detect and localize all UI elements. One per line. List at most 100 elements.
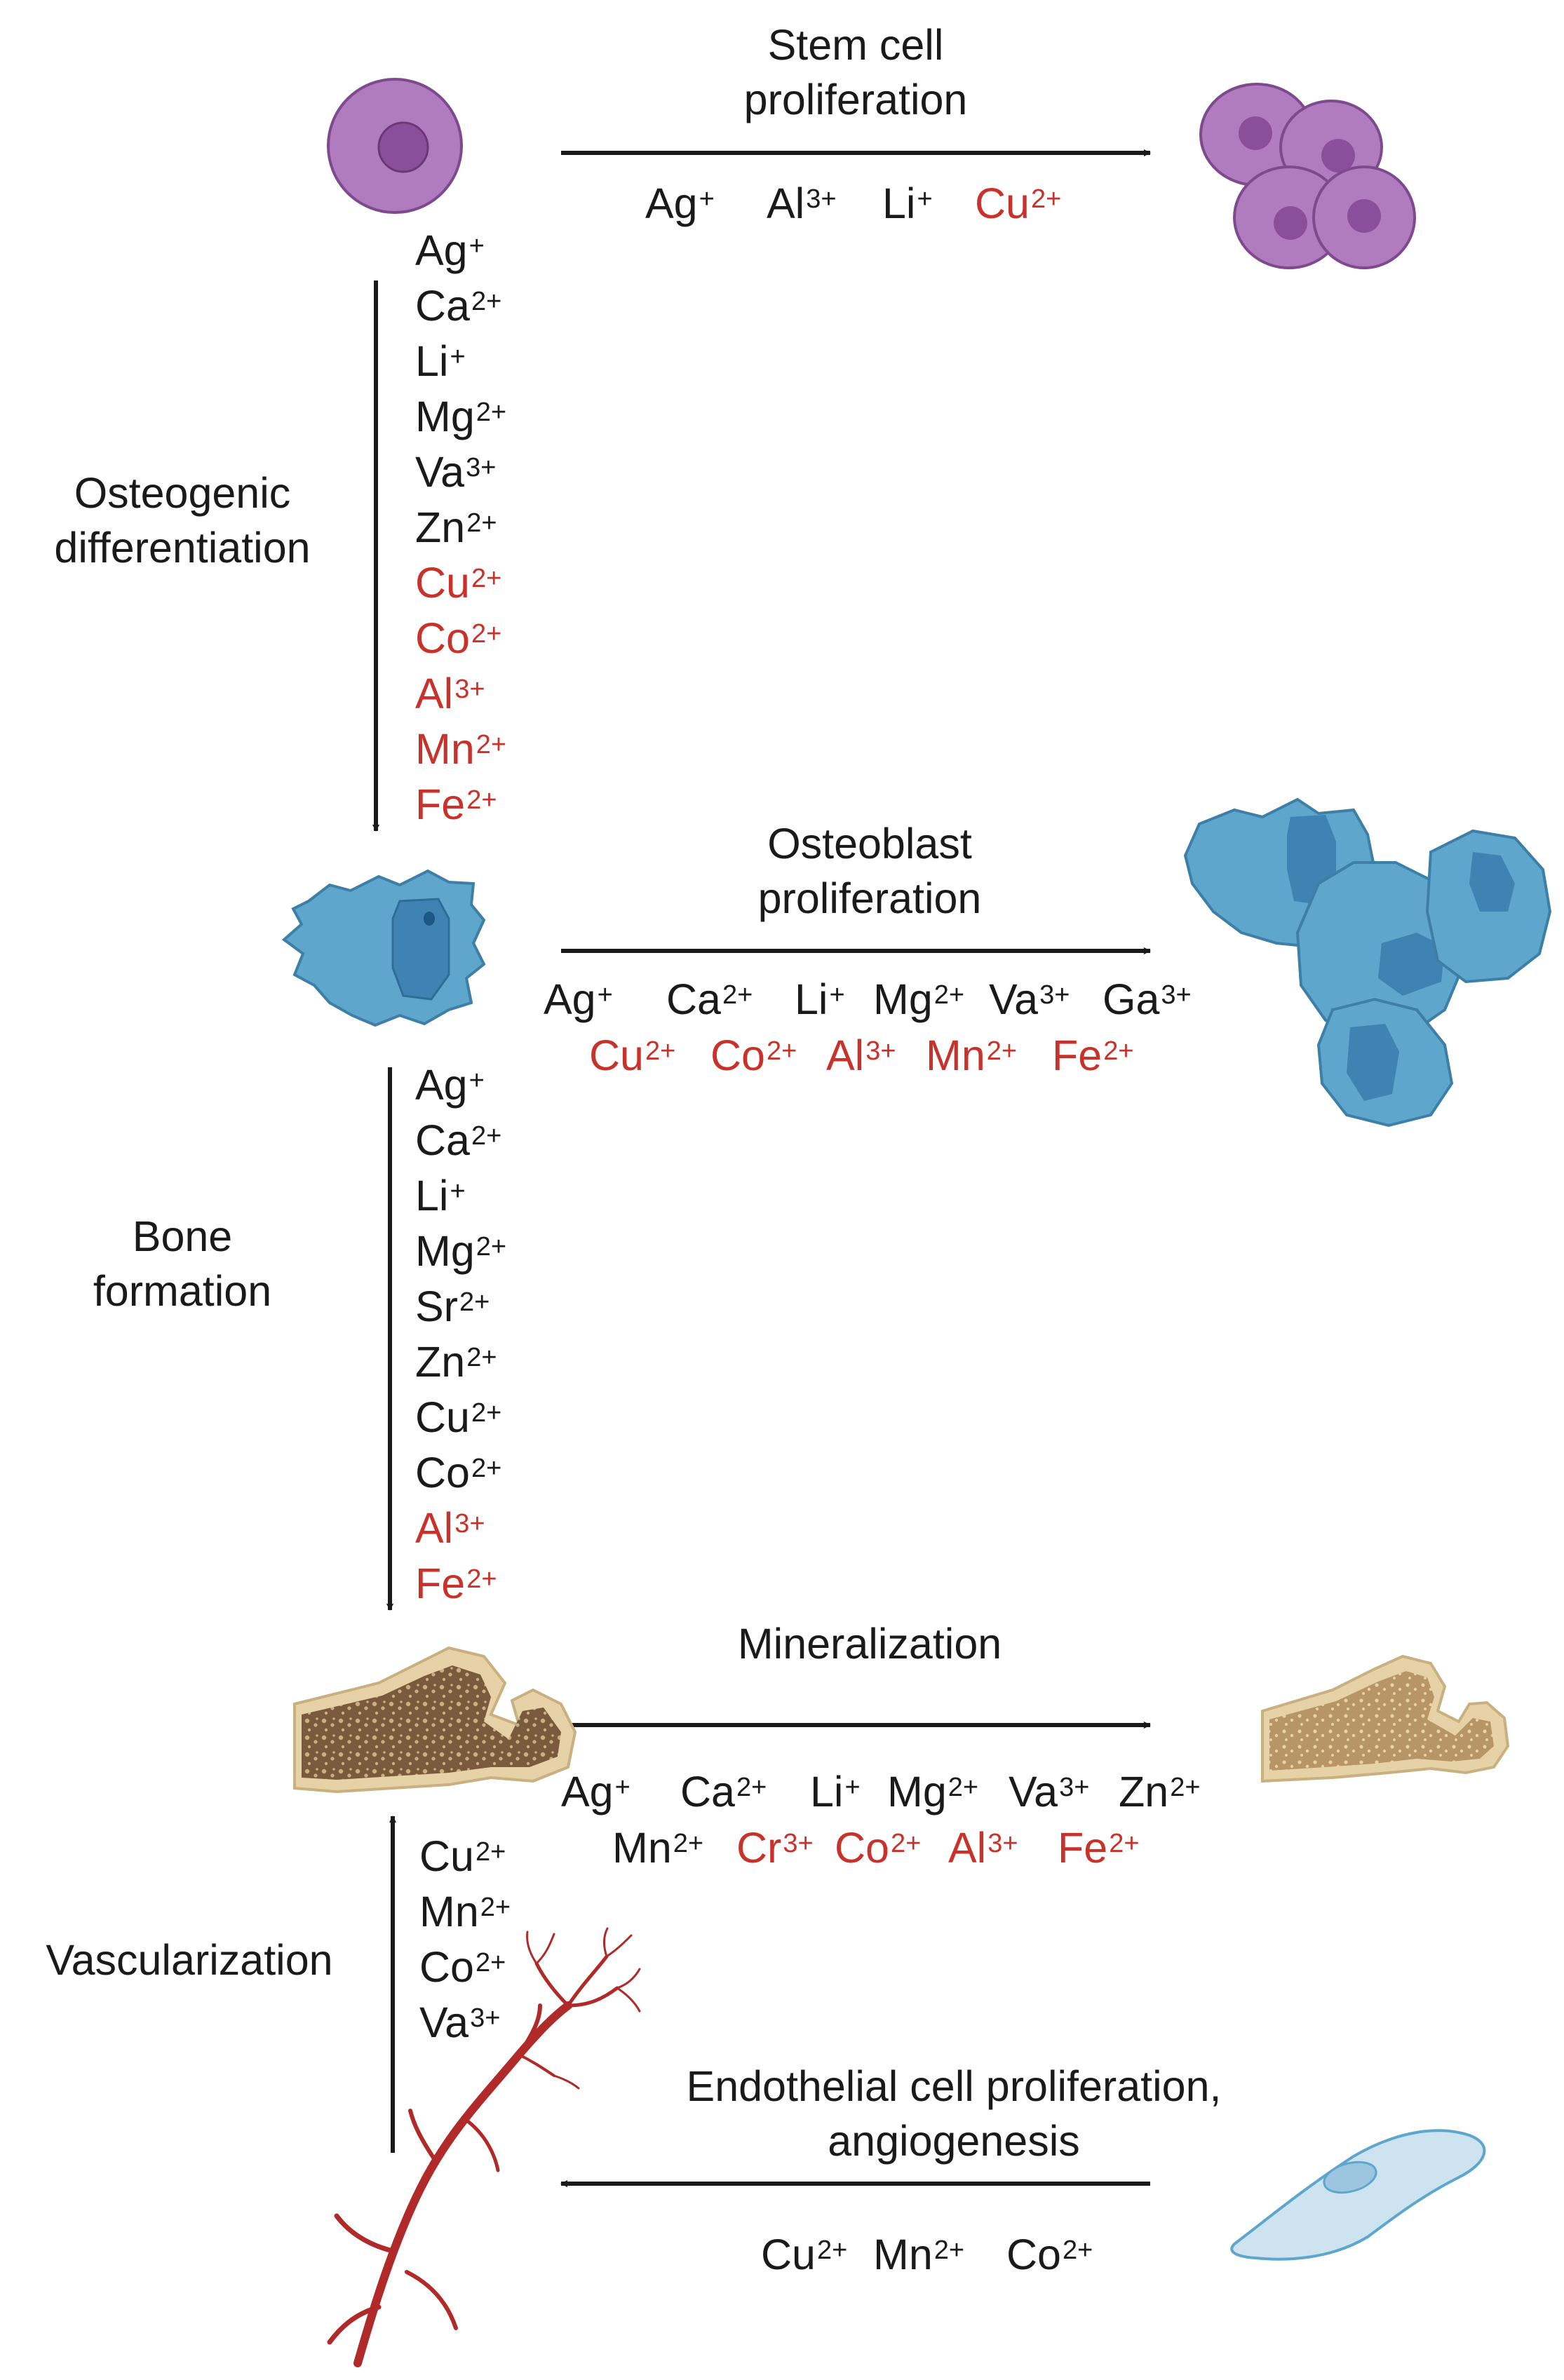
ion-row-mineralization-1: Ag+Ca2+Li+Mg2+Va3+Zn2+ — [0, 1767, 1564, 1816]
ion-mg: Mg2+ — [873, 975, 964, 1024]
label-line: Vascularization — [46, 1936, 333, 1984]
ion-symbol: Al — [826, 1032, 865, 1079]
ion-symbol: Co — [415, 614, 470, 662]
label-line: angiogenesis — [828, 2117, 1080, 2165]
ion-charge: + — [450, 1177, 466, 1206]
ion-symbol: Co — [710, 1032, 765, 1079]
ion-charge: 2+ — [471, 619, 502, 649]
ion-symbol: Cu — [761, 2231, 816, 2278]
ion-symbol: Mn — [873, 2231, 933, 2278]
ion-list-vascularization: Cu2+Mn2+Co2+Va3+ — [419, 1829, 511, 2050]
ion-symbol: Ag — [415, 226, 468, 274]
ion-symbol: Li — [415, 337, 449, 385]
ion-symbol: Mg — [873, 975, 933, 1023]
ion-mn: Mn2+ — [612, 1823, 703, 1872]
ion-symbol: Mn — [612, 1824, 672, 1872]
ion-symbol: Al — [415, 670, 454, 717]
ion-charge: 3+ — [783, 1829, 814, 1858]
ion-symbol: Zn — [415, 1338, 466, 1386]
ion-charge: 2+ — [933, 2236, 965, 2265]
ion-charge: 3+ — [1059, 1773, 1090, 1802]
ion-list-osteogenic-differentiation: Ag+Ca2+Li+Mg2+Va3+Zn2+Cu2+Co2+Al3+Mn2+Fe… — [415, 223, 506, 832]
ion-charge: 2+ — [1103, 1036, 1134, 1066]
ion-charge: + — [468, 1066, 485, 1095]
ion-li: Li+ — [795, 975, 845, 1024]
ion-li: Li+ — [415, 1168, 506, 1224]
ion-ga: Ga3+ — [1103, 975, 1192, 1024]
ion-symbol: Li — [882, 180, 916, 227]
ion-ca: Ca2+ — [666, 975, 753, 1024]
ion-charge: 2+ — [645, 1036, 676, 1066]
ion-charge: 3+ — [454, 1509, 485, 1539]
ion-symbol: Fe — [415, 1560, 466, 1607]
ion-cu: Cu2+ — [415, 1390, 506, 1445]
label-line: Osteogenic — [74, 469, 291, 517]
ion-charge: + — [699, 184, 715, 214]
label-line: differentiation — [54, 524, 311, 572]
ion-symbol: Fe — [415, 780, 466, 828]
ion-zn: Zn2+ — [415, 1334, 506, 1390]
ion-charge: 2+ — [480, 1893, 511, 1922]
ion-charge: + — [468, 231, 485, 261]
ion-mn: Mn2+ — [873, 2230, 964, 2279]
ion-row-stem-cell-proliferation: Ag+Al3+Li+Cu2+ — [0, 179, 1564, 228]
ion-symbol: Zn — [1119, 1768, 1169, 1816]
ion-mn: Mn2+ — [415, 722, 506, 777]
ion-zn: Zn2+ — [415, 500, 506, 555]
ion-charge: 3+ — [470, 2003, 501, 2033]
label-bone-formation: Bone formation — [63, 1209, 302, 1318]
label-osteoblast-proliferation: Osteoblast proliferation — [722, 816, 1017, 926]
osteoblast-cluster-icon — [1183, 797, 1552, 1128]
stem-cell-cluster-icon — [1199, 83, 1416, 269]
ion-symbol: Ca — [666, 975, 721, 1023]
ion-symbol: Cu — [415, 1393, 470, 1441]
ion-cu: Cu2+ — [761, 2230, 847, 2279]
ion-symbol: Al — [948, 1824, 987, 1872]
ion-charge: 2+ — [1109, 1829, 1140, 1858]
ion-charge: 2+ — [736, 1773, 767, 1802]
ion-ca: Ca2+ — [415, 278, 506, 334]
ion-cu: Cu2+ — [415, 555, 506, 611]
ion-co: Co2+ — [835, 1823, 921, 1872]
ion-charge: 2+ — [475, 1837, 506, 1867]
ion-charge: 2+ — [986, 1036, 1018, 1066]
ion-symbol: Al — [767, 180, 805, 227]
ion-list-bone-formation: Ag+Ca2+Li+Mg2+Sr2+Zn2+Cu2+Co2+Al3+Fe2+ — [415, 1057, 506, 1611]
ion-co: Co2+ — [1006, 2230, 1093, 2279]
ion-mg: Mg2+ — [415, 1224, 506, 1279]
ion-va: Va3+ — [989, 975, 1070, 1024]
ion-li: Li+ — [810, 1767, 861, 1816]
ion-charge: 2+ — [1030, 184, 1062, 214]
ion-charge: 3+ — [865, 1036, 896, 1066]
ion-charge: 2+ — [476, 730, 507, 759]
ion-zn: Zn2+ — [1119, 1767, 1201, 1816]
ion-symbol: Mg — [887, 1768, 947, 1816]
ion-co: Co2+ — [415, 611, 506, 666]
label-line: formation — [93, 1267, 272, 1315]
ion-symbol: Mn — [926, 1032, 985, 1079]
ion-fe: Fe2+ — [1052, 1031, 1134, 1080]
ion-li: Li+ — [415, 334, 506, 389]
ion-symbol: Sr — [415, 1283, 458, 1330]
ion-symbol: Ca — [415, 282, 470, 330]
ion-al: Al3+ — [415, 1501, 506, 1556]
ion-charge: 2+ — [1170, 1773, 1201, 1802]
ion-symbol: Mn — [415, 725, 475, 773]
ion-charge: 2+ — [890, 1829, 922, 1858]
ion-charge: 2+ — [471, 287, 502, 316]
ion-cu: Cu2+ — [419, 1829, 511, 1884]
ion-symbol: Va — [415, 448, 465, 496]
ion-ca: Ca2+ — [415, 1113, 506, 1168]
ion-charge: + — [844, 1773, 861, 1802]
ion-mg: Mg2+ — [415, 389, 506, 445]
ion-symbol: Ag — [561, 1768, 614, 1816]
ion-sr: Sr2+ — [415, 1279, 506, 1334]
ion-al: Al3+ — [415, 666, 506, 722]
ion-charge: 2+ — [816, 2236, 848, 2265]
label-line: Osteoblast — [767, 820, 972, 867]
ion-charge: 2+ — [466, 785, 497, 815]
ion-symbol: Co — [415, 1449, 470, 1496]
ion-charge: 2+ — [471, 1121, 502, 1151]
ion-symbol: Ag — [415, 1061, 468, 1109]
